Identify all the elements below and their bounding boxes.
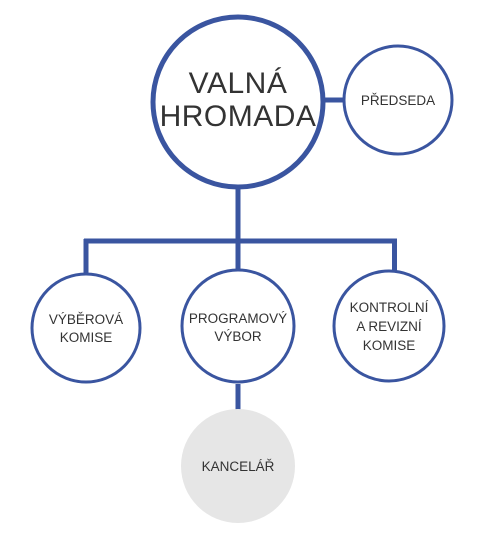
program-committee-label-line2: VÝBOR [214, 329, 262, 344]
audit-committee-label-line2: A REVIZNÍ [356, 319, 422, 334]
general-assembly-label-line1: VALNÁ [189, 67, 288, 100]
node-program-committee: PROGRAMOVÝ VÝBOR [180, 268, 296, 384]
program-committee-circle [180, 268, 296, 384]
chairman-circle [342, 44, 454, 156]
node-selection-committee: VÝBĚROVÁ KOMISE [30, 272, 142, 384]
general-assembly-circle [150, 14, 326, 190]
node-chairman: PŘEDSEDA [342, 44, 454, 156]
node-office: KANCELÁŘ [181, 409, 295, 523]
office-label: KANCELÁŘ [202, 459, 275, 474]
node-audit-committee: KONTROLNÍ A REVIZNÍ KOMISE [332, 269, 446, 383]
selection-committee-circle [30, 272, 142, 384]
office-circle [181, 409, 295, 523]
node-general-assembly: VALNÁ HROMADA [150, 14, 326, 190]
chairman-label: PŘEDSEDA [361, 93, 435, 108]
audit-committee-label-line3: KOMISE [363, 338, 416, 353]
audit-committee-circle [332, 269, 446, 383]
general-assembly-label-line2: HROMADA [160, 100, 317, 133]
program-committee-label-line1: PROGRAMOVÝ [189, 311, 287, 326]
connectors [83, 97, 397, 410]
audit-committee-label-line1: KONTROLNÍ [350, 300, 429, 315]
selection-committee-label-line1: VÝBĚROVÁ [49, 312, 123, 327]
selection-committee-label-line2: KOMISE [60, 330, 113, 345]
